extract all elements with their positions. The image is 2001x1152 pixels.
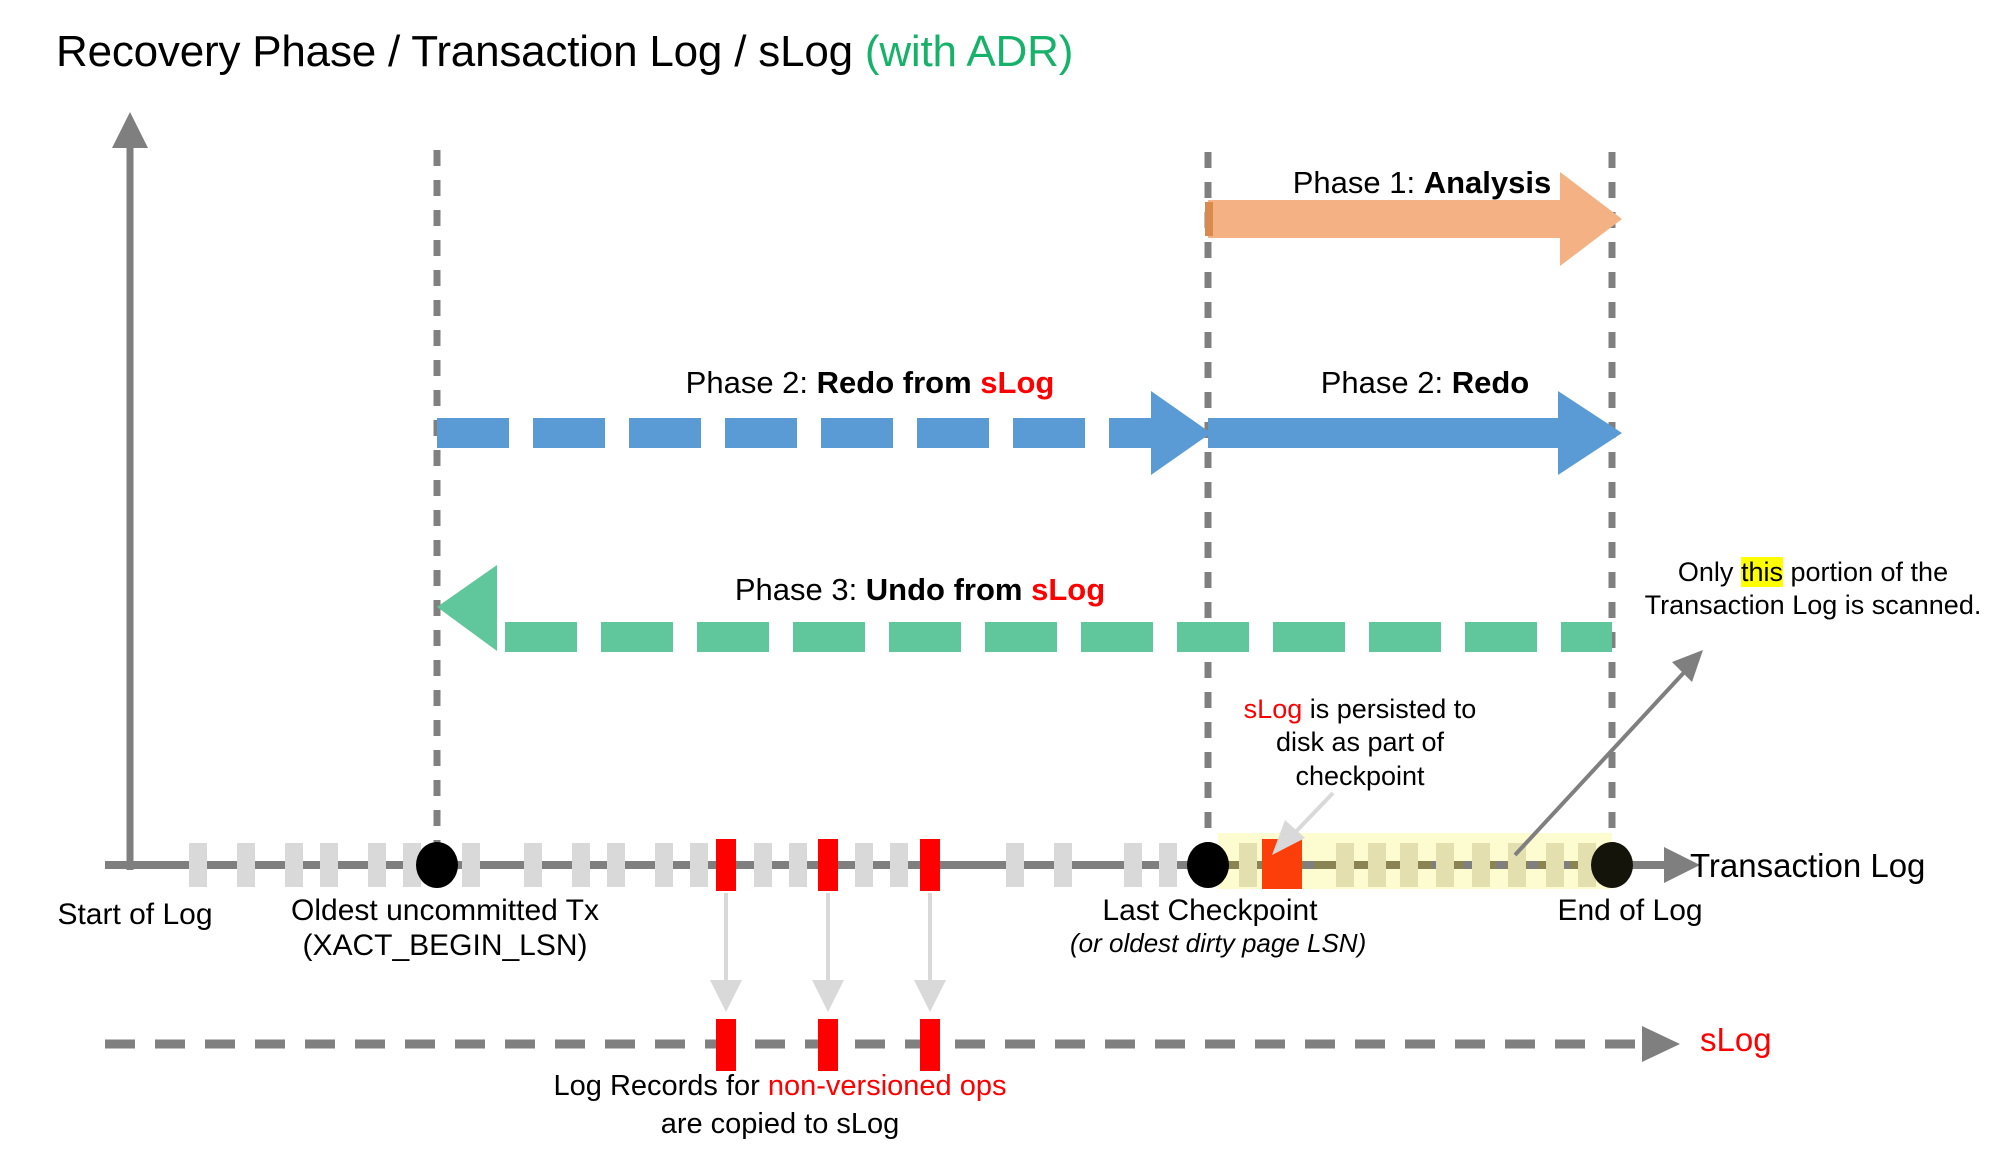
ckpt-note-line2: disk as part of xyxy=(1275,727,1445,758)
phase-2-redo-arrow xyxy=(1208,391,1622,475)
oldest-tx-sub: (XACT_BEGIN_LSN) xyxy=(302,929,588,963)
slog-axis-label: sLog xyxy=(1700,1021,1772,1058)
phase-2-redo-from-slog-arrow xyxy=(437,391,1211,475)
marker-label-last-checkpoint: Last Checkpoint(or oldest dirty page LSN… xyxy=(1070,893,1367,959)
ckpt-sub: (or oldest dirty page LSN) xyxy=(1070,928,1367,959)
copy-to-slog-arrows xyxy=(710,893,946,1012)
phase-3-slog: sLog xyxy=(1031,572,1106,607)
scanned-note-leader xyxy=(1513,650,1703,857)
page-title: Recovery Phase / Transaction Log / sLog … xyxy=(56,26,1073,78)
slog-copy-note: Log Records for non-versioned ops are cop… xyxy=(500,1068,1060,1143)
slog-axis xyxy=(105,1026,1680,1062)
scan-note-highlight: this xyxy=(1740,557,1783,587)
end-of-log-marker-dot xyxy=(1591,842,1633,888)
phase-2b-prefix: Phase 2: xyxy=(1320,365,1452,400)
phase-2-redo-label: Phase 2: Redo xyxy=(1240,365,1610,402)
bottom-note-a: Log Records for xyxy=(553,1070,768,1102)
phase-2a-prefix: Phase 2: xyxy=(685,365,817,400)
phase-1-prefix: Phase 1: xyxy=(1292,165,1424,200)
log-records-nonversioned xyxy=(716,839,940,891)
log-records-after-checkpoint xyxy=(1218,843,1600,887)
phase-3-undo-from-slog-arrow xyxy=(437,565,1612,652)
ckpt-note-line3: checkpoint xyxy=(1295,760,1425,791)
marker-label-oldest-uncommitted-tx: Oldest uncommitted Tx(XACT_BEGIN_LSN) xyxy=(245,893,645,964)
scan-note-b: portion of the xyxy=(1782,557,1949,587)
phase-3-label: Phase 3: Undo from sLog xyxy=(640,572,1200,609)
slog-records xyxy=(716,1019,940,1071)
phase-2b-name: Redo xyxy=(1451,365,1530,400)
phase-1-analysis-arrow xyxy=(1205,172,1622,266)
phase-2a-slog: sLog xyxy=(980,365,1055,400)
page-title-main: Recovery Phase / Transaction Log / sLog xyxy=(56,27,865,76)
oldest-tx-marker-dot xyxy=(416,842,458,888)
phase-3-name: Undo from xyxy=(865,572,1032,607)
y-axis xyxy=(112,112,148,870)
phase-2-redo-from-slog-label: Phase 2: Redo from sLog xyxy=(560,365,1180,402)
ckpt-note-rest: is persisted to xyxy=(1302,694,1477,724)
scan-note-a: Only xyxy=(1677,557,1741,587)
ckpt-main: Last Checkpoint xyxy=(1102,894,1318,927)
oldest-tx-main: Oldest uncommitted Tx xyxy=(291,894,599,927)
transaction-log-axis-label: Transaction Log xyxy=(1690,847,1926,884)
bottom-note-line2: are copied to sLog xyxy=(660,1107,900,1140)
phase-3-prefix: Phase 3: xyxy=(734,572,866,607)
phase-2a-name: Redo from xyxy=(816,365,981,400)
phase-1-label: Phase 1: Analysis xyxy=(1232,165,1612,202)
last-checkpoint-marker-dot xyxy=(1187,842,1229,888)
phase-1-name: Analysis xyxy=(1423,165,1552,200)
marker-label-end-of-log: End of Log xyxy=(1557,894,1703,927)
scan-note-line2: Transaction Log is scanned. xyxy=(1644,590,1982,621)
page-title-adr: (with ADR) xyxy=(864,27,1074,76)
marker-label-start-of-log: Start of Log xyxy=(57,898,213,931)
checkpoint-note-leader xyxy=(1272,791,1335,855)
log-records-gray xyxy=(189,843,1177,887)
bottom-note-red: non-versioned ops xyxy=(767,1070,1007,1102)
ckpt-note-slog: sLog xyxy=(1243,694,1303,724)
